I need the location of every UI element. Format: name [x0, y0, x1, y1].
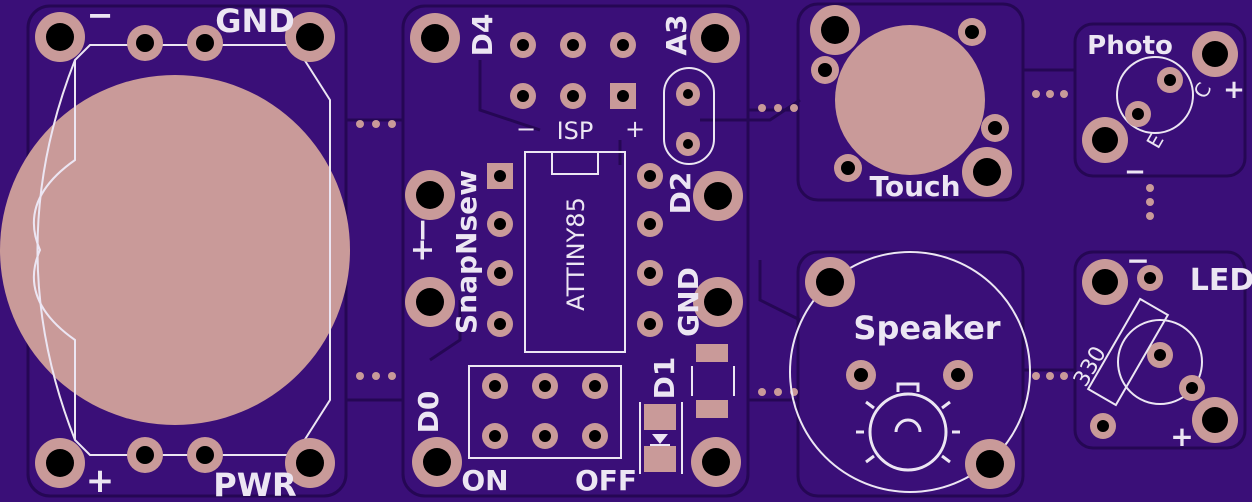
led-plus-label: +	[1170, 420, 1193, 453]
speaker-label: Speaker	[853, 309, 1000, 347]
resistor-outline	[1086, 297, 1170, 407]
diode-pad-top	[644, 404, 676, 430]
touch-sensor-module: Touch	[810, 5, 1012, 203]
off-label: OFF	[575, 464, 637, 497]
speaker-outline	[789, 251, 1031, 493]
d0-label: D0	[412, 391, 445, 434]
snap-plus-label: +	[405, 237, 440, 262]
isp-label: ISP	[557, 117, 594, 145]
photo-plus-label: +	[1223, 75, 1245, 105]
led-label: LED	[1190, 263, 1252, 298]
led-minus-label: −	[1126, 244, 1149, 277]
snapnsew-label: SnapNsew	[450, 170, 483, 334]
d4-label: D4	[466, 14, 499, 57]
capacitor-outline	[663, 67, 715, 165]
touch-pad[interactable]	[835, 25, 985, 175]
photo-minus-label: −	[1124, 157, 1146, 187]
battery-outline	[32, 44, 331, 456]
battery-plus-label: +	[86, 461, 115, 501]
gear-icon	[856, 382, 960, 472]
attiny85-label: ATTINY85	[562, 197, 590, 311]
a3-label: A3	[660, 14, 693, 55]
on-label: ON	[461, 464, 508, 497]
diode-symbol-icon	[652, 434, 668, 444]
battery-pwr-label: PWR	[213, 466, 296, 502]
phototransistor-outline	[1116, 56, 1194, 134]
photo-label: Photo	[1087, 31, 1173, 61]
isp-plus-label: +	[625, 115, 645, 143]
gnd-label: GND	[672, 267, 705, 337]
smd-pad-bottom	[696, 400, 728, 418]
battery-holder: − GND + PWR	[0, 0, 350, 502]
smd-pad-top	[696, 344, 728, 362]
photo-sensor-module: Photo − + E C	[1082, 31, 1245, 187]
diode-pad-bottom	[644, 446, 676, 472]
speaker-module: Speaker	[789, 251, 1031, 493]
led-outline	[1117, 319, 1203, 405]
battery-minus-label: −	[87, 0, 114, 34]
switch-outline	[468, 365, 622, 459]
isp-minus-label: −	[516, 115, 536, 143]
touch-label: Touch	[869, 170, 960, 203]
battery-pad	[0, 75, 350, 425]
battery-gnd-label: GND	[215, 2, 295, 40]
snap-minus-label: −	[405, 217, 440, 242]
copper-traces	[26, 2, 1247, 498]
d2-label: D2	[664, 172, 697, 215]
d1-label: D1	[648, 357, 681, 400]
microcontroller-section: D4 A3 − ISP + ATTINY85 SnapNsew	[405, 13, 743, 497]
led-module: 330 LED − +	[1069, 244, 1252, 453]
isp-header: − ISP +	[510, 32, 645, 145]
